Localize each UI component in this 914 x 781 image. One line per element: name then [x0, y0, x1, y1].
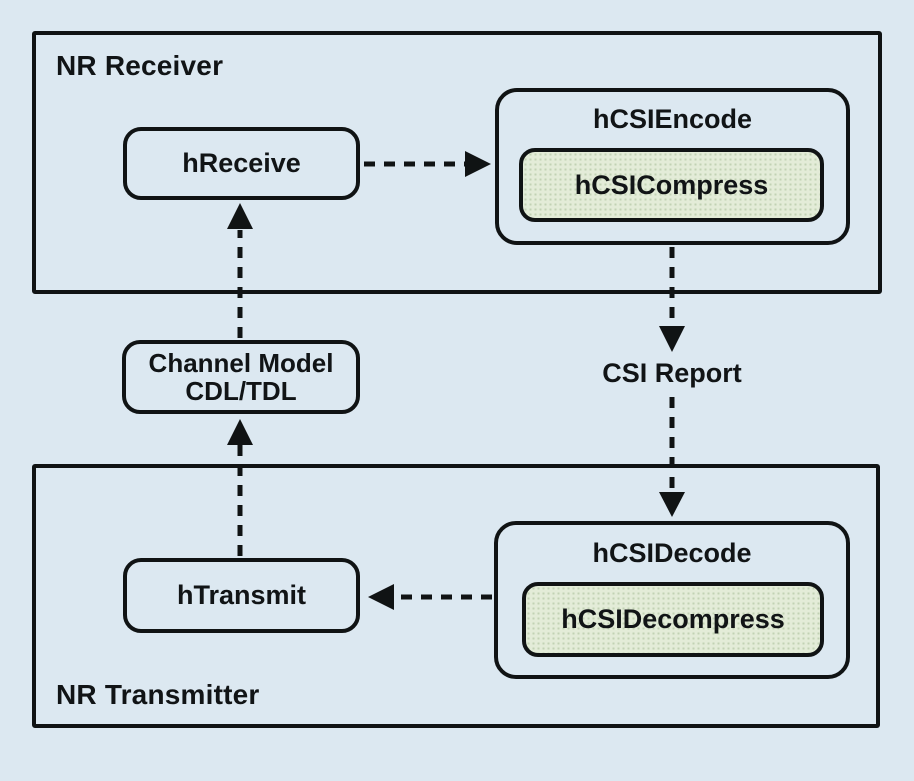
channel-model-label-line2: CDL/TDL: [185, 376, 297, 406]
nr-receiver-box: NR Receiver: [32, 31, 882, 294]
hcsiencode-label: hCSIEncode: [592, 104, 753, 134]
hcsidecompress-node: hCSIDecompress: [522, 582, 824, 657]
channel-model-node: Channel Model CDL/TDL: [122, 340, 360, 414]
hreceive-label: hReceive: [182, 148, 301, 178]
hcsidecompress-label: hCSIDecompress: [561, 604, 785, 634]
nr-transmitter-box: NR Transmitter: [32, 464, 880, 728]
hcsicompress-node: hCSICompress: [519, 148, 824, 222]
hcsiencode-node: hCSIEncode hCSICompress: [495, 88, 850, 245]
nr-transmitter-label: NR Transmitter: [56, 679, 260, 710]
channel-model-label-line1: Channel Model: [148, 348, 334, 378]
hcsidecode-label: hCSIDecode: [592, 538, 752, 568]
htransmit-label: hTransmit: [176, 580, 307, 610]
csi-report-label: CSI Report: [602, 358, 742, 388]
htransmit-node: hTransmit: [123, 558, 360, 633]
hreceive-node: hReceive: [123, 127, 360, 200]
hcsidecode-node: hCSIDecode hCSIDecompress: [494, 521, 850, 679]
hcsicompress-label: hCSICompress: [574, 169, 769, 200]
nr-receiver-label: NR Receiver: [56, 50, 224, 81]
